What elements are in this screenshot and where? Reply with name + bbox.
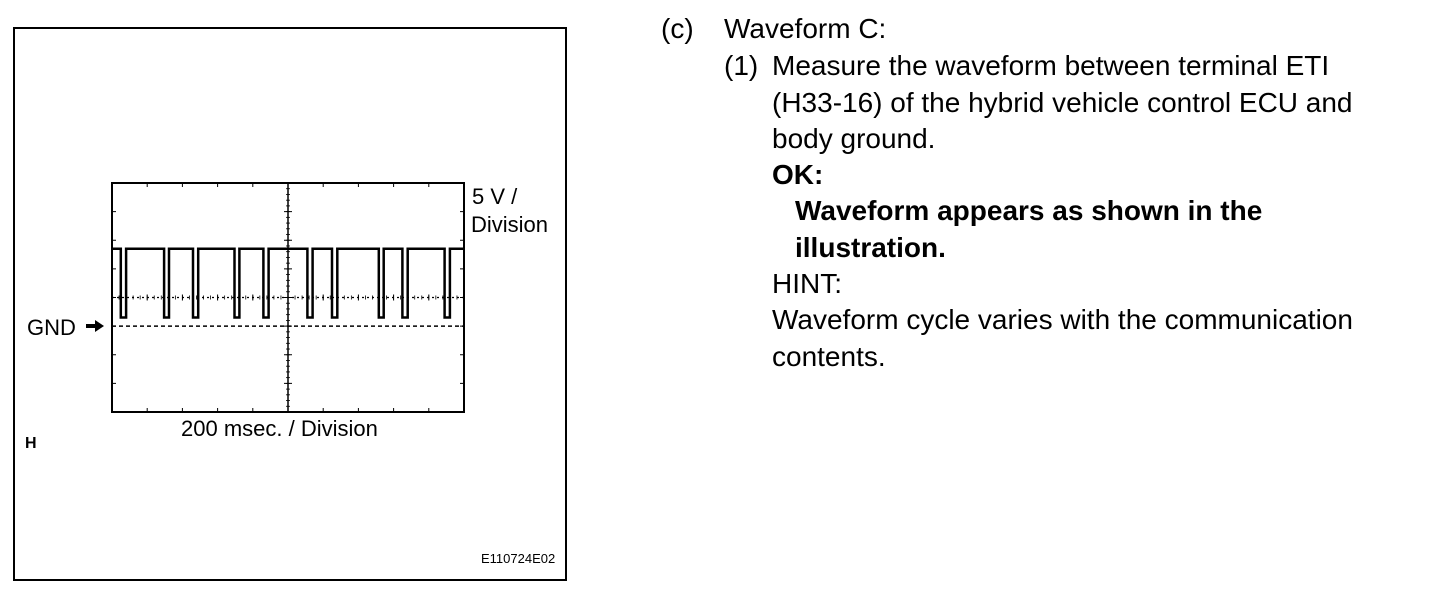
- measure-line: body ground.: [772, 123, 936, 154]
- illustration-frame: [13, 27, 567, 581]
- item-title: Waveform C:: [724, 13, 887, 44]
- ok-line: Waveform appears as shown in the: [795, 195, 1263, 226]
- ok-line: illustration.: [795, 231, 946, 263]
- measure-line: (H33-16) of the hybrid vehicle control E…: [772, 86, 1353, 118]
- volt-scale-label-line1: 5 V /: [472, 184, 518, 209]
- measure-line: Measure the waveform between terminal ET…: [772, 50, 1330, 81]
- item-marker: (c): [661, 13, 694, 44]
- corner-letter: H: [25, 435, 37, 452]
- sub-marker: (1): [724, 50, 759, 81]
- hint-text: Waveform cycle varies with the communica…: [772, 302, 1353, 375]
- ok-label: OK:: [772, 159, 824, 190]
- hint-label: HINT:: [772, 268, 842, 299]
- hint-line: contents.: [772, 340, 886, 372]
- figure-code: E110724E02: [481, 551, 556, 566]
- volt-scale-label-line2: Division: [471, 212, 549, 237]
- ok-criteria: Waveform appears as shown in the illustr…: [795, 193, 1262, 266]
- measure-instruction: Measure the waveform between terminal ET…: [772, 48, 1353, 158]
- gnd-label: GND: [27, 315, 76, 340]
- hint-line: Waveform cycle varies with the communica…: [772, 304, 1353, 335]
- time-scale-label: 200 msec. / Division: [181, 416, 378, 441]
